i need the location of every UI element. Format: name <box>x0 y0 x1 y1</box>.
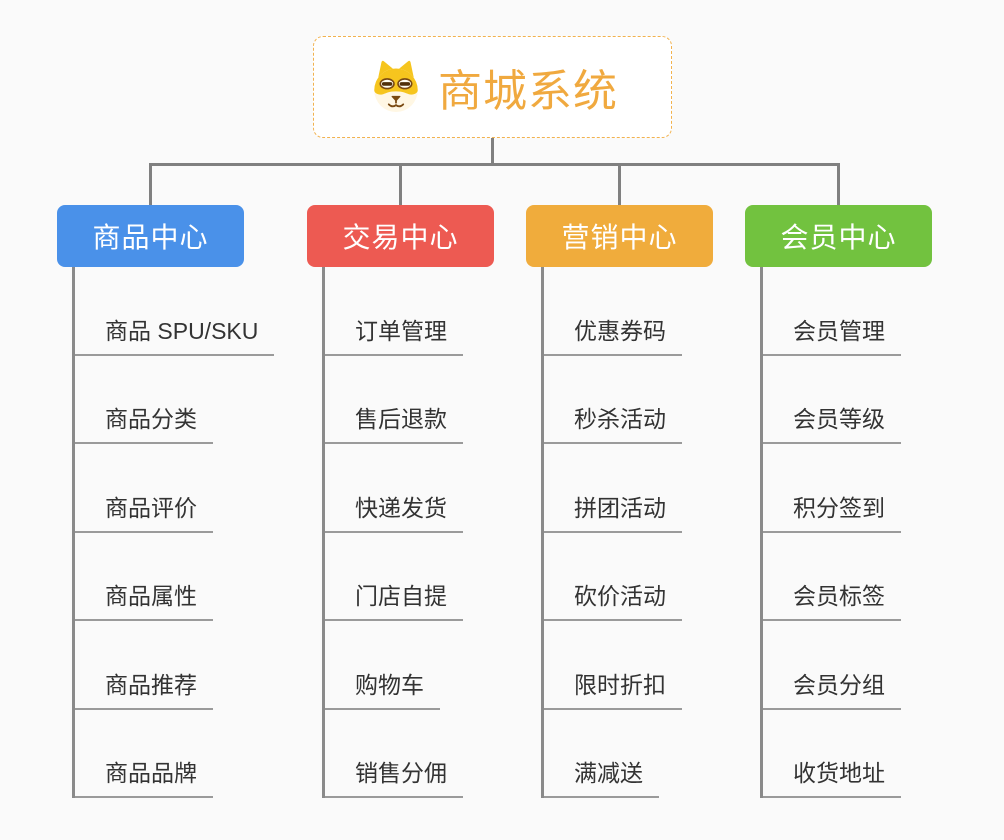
branch-label: 交易中心 <box>342 222 459 253</box>
branch-node-marketing-center[interactable]: 营销中心 <box>526 205 713 267</box>
leaf-node[interactable]: 优惠券码 <box>544 317 682 356</box>
leaf-node[interactable]: 秒杀活动 <box>544 405 682 444</box>
connector-drop-member <box>837 163 840 208</box>
connector-drop-product <box>149 163 152 208</box>
leaf-node[interactable]: 收货地址 <box>763 759 901 798</box>
shiba-dog-icon <box>367 58 425 116</box>
leaf-node[interactable]: 商品推荐 <box>75 671 213 710</box>
branch-label: 营销中心 <box>561 222 678 253</box>
leaf-node[interactable]: 砍价活动 <box>544 582 682 621</box>
branch-label: 商品中心 <box>92 222 209 253</box>
leaf-node[interactable]: 商品属性 <box>75 582 213 621</box>
branch-node-member-center[interactable]: 会员中心 <box>745 205 932 267</box>
leaf-node[interactable]: 商品 SPU/SKU <box>75 317 275 356</box>
connector-horizontal <box>149 163 840 166</box>
leaf-node[interactable]: 快递发货 <box>325 494 463 533</box>
leaf-node[interactable]: 订单管理 <box>325 317 463 356</box>
connector-drop-marketing <box>618 163 621 208</box>
root-node[interactable]: 商城系统 <box>313 36 672 138</box>
leaf-node[interactable]: 购物车 <box>325 671 440 710</box>
root-title: 商城系统 <box>438 67 618 116</box>
leaf-node[interactable]: 门店自提 <box>325 582 463 621</box>
leaf-node[interactable]: 限时折扣 <box>544 671 682 710</box>
leaf-column-product-center: 商品 SPU/SKU 商品分类 商品评价 商品属性 商品推荐 商品品牌 <box>72 267 275 798</box>
leaf-node[interactable]: 商品分类 <box>75 405 213 444</box>
leaf-node[interactable]: 销售分佣 <box>325 759 463 798</box>
leaf-node[interactable]: 售后退款 <box>325 405 463 444</box>
branch-label: 会员中心 <box>780 222 897 253</box>
leaf-node[interactable]: 会员等级 <box>763 405 901 444</box>
leaf-node[interactable]: 会员管理 <box>763 317 901 356</box>
connector-drop-trade <box>399 163 402 208</box>
branch-node-product-center[interactable]: 商品中心 <box>57 205 244 267</box>
leaf-column-trade-center: 订单管理 售后退款 快递发货 门店自提 购物车 销售分佣 <box>322 267 463 798</box>
leaf-node[interactable]: 积分签到 <box>763 494 901 533</box>
leaf-node[interactable]: 拼团活动 <box>544 494 682 533</box>
leaf-column-marketing-center: 优惠券码 秒杀活动 拼团活动 砍价活动 限时折扣 满减送 <box>541 267 682 798</box>
leaf-column-member-center: 会员管理 会员等级 积分签到 会员标签 会员分组 收货地址 <box>760 267 901 798</box>
leaf-node[interactable]: 会员标签 <box>763 582 901 621</box>
leaf-node[interactable]: 满减送 <box>544 759 659 798</box>
leaf-node[interactable]: 商品品牌 <box>75 759 213 798</box>
branch-node-trade-center[interactable]: 交易中心 <box>307 205 494 267</box>
connector-root-stem <box>491 138 494 163</box>
leaf-node[interactable]: 商品评价 <box>75 494 213 533</box>
leaf-node[interactable]: 会员分组 <box>763 671 901 710</box>
